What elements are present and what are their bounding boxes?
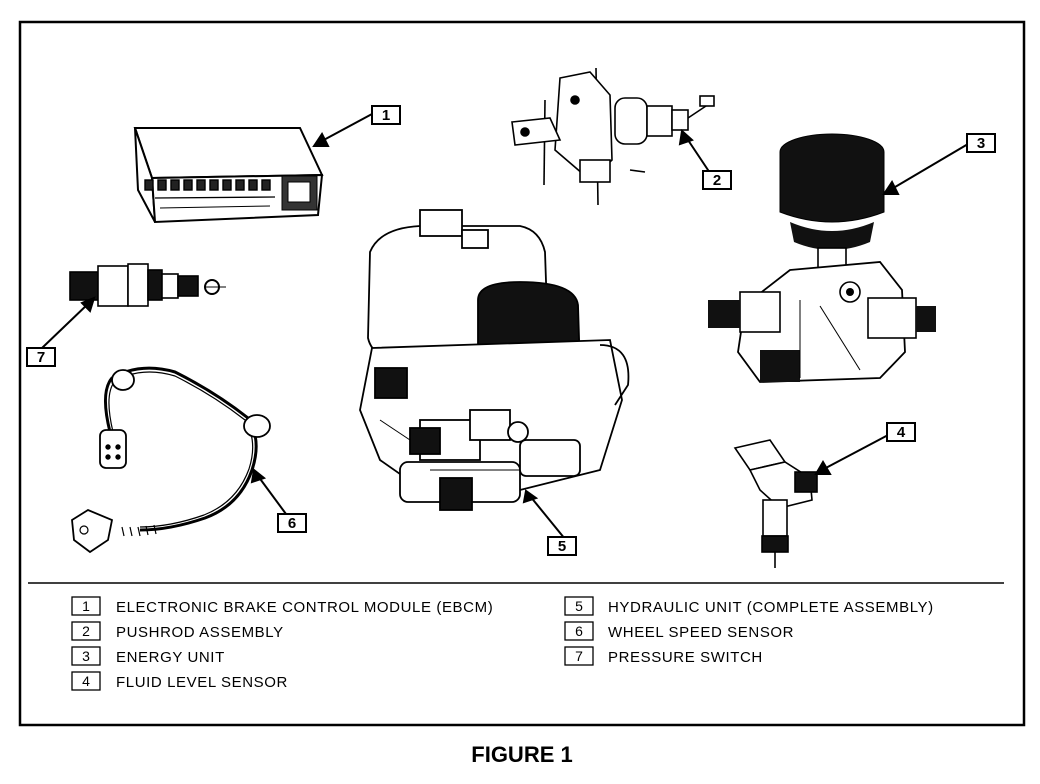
energy-unit-illustration bbox=[708, 133, 936, 383]
legend-item: 3 ENERGY UNIT bbox=[71, 646, 225, 666]
legend-number: 7 bbox=[575, 648, 583, 664]
callout-7-label: 7 bbox=[37, 349, 45, 366]
callout-7: 7 bbox=[26, 347, 56, 367]
wheel-speed-sensor-illustration bbox=[71, 366, 271, 554]
legend-item: 2 PUSHROD ASSEMBLY bbox=[71, 621, 284, 641]
callout-4-label: 4 bbox=[897, 424, 906, 441]
legend-number: 3 bbox=[82, 648, 90, 664]
callout-6: 6 bbox=[277, 513, 307, 533]
callout-2-label: 2 bbox=[713, 172, 721, 189]
legend-item: 7 PRESSURE SWITCH bbox=[564, 646, 763, 666]
leader-lines bbox=[41, 113, 969, 540]
callout-1: 1 bbox=[371, 105, 401, 125]
legend-number: 1 bbox=[82, 598, 90, 614]
legend-label: PRESSURE SWITCH bbox=[608, 649, 763, 666]
figure-title: FIGURE 1 bbox=[471, 742, 572, 767]
legend-label: ENERGY UNIT bbox=[116, 649, 225, 666]
callout-1-label: 1 bbox=[382, 107, 390, 124]
legend: 1 ELECTRONIC BRAKE CONTROL MODULE (EBCM)… bbox=[71, 596, 934, 691]
hydraulic-unit-illustration bbox=[359, 209, 630, 511]
callout-3-label: 3 bbox=[977, 135, 985, 152]
legend-number: 5 bbox=[575, 598, 583, 614]
callout-4: 4 bbox=[886, 422, 916, 442]
legend-label: FLUID LEVEL SENSOR bbox=[116, 674, 288, 691]
callout-2: 2 bbox=[702, 170, 732, 190]
callout-3: 3 bbox=[966, 133, 996, 153]
legend-number: 2 bbox=[82, 623, 90, 639]
legend-number: 6 bbox=[575, 623, 583, 639]
legend-item: 6 WHEEL SPEED SENSOR bbox=[564, 621, 794, 641]
legend-item: 4 FLUID LEVEL SENSOR bbox=[71, 671, 288, 691]
figure-border bbox=[18, 20, 1026, 727]
legend-label: PUSHROD ASSEMBLY bbox=[116, 624, 284, 641]
pushrod-assembly-illustration bbox=[511, 67, 715, 206]
callout-6-label: 6 bbox=[288, 515, 296, 532]
legend-label: HYDRAULIC UNIT (COMPLETE ASSEMBLY) bbox=[608, 599, 934, 616]
fluid-level-sensor-illustration bbox=[733, 439, 818, 568]
legend-item: 5 HYDRAULIC UNIT (COMPLETE ASSEMBLY) bbox=[564, 596, 934, 616]
pressure-switch-illustration bbox=[69, 263, 226, 307]
legend-label: WHEEL SPEED SENSOR bbox=[608, 624, 794, 641]
ebcm-module-illustration bbox=[133, 127, 324, 224]
callout-5-label: 5 bbox=[558, 538, 566, 555]
legend-label: ELECTRONIC BRAKE CONTROL MODULE (EBCM) bbox=[116, 599, 493, 616]
legend-number: 4 bbox=[82, 673, 90, 689]
callout-5: 5 bbox=[547, 536, 577, 556]
legend-item: 1 ELECTRONIC BRAKE CONTROL MODULE (EBCM) bbox=[71, 596, 493, 616]
